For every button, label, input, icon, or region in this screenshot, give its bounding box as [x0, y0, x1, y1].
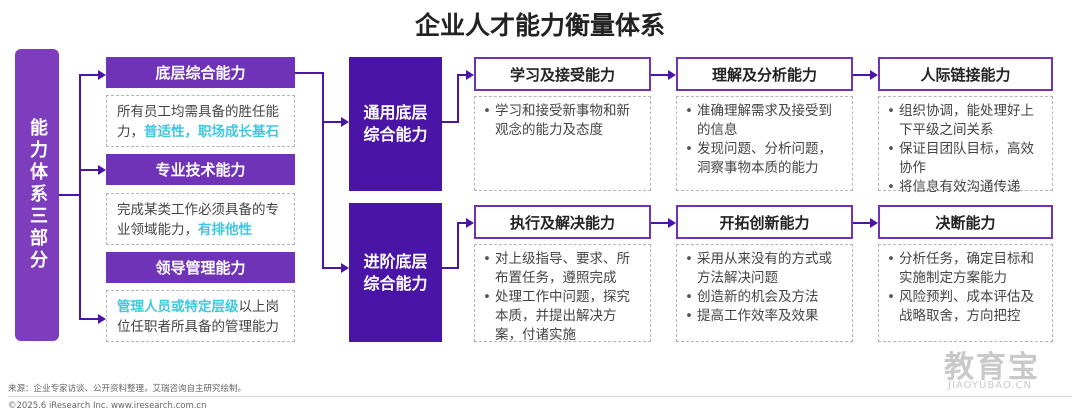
tier-label-line1: 通用底层	[363, 103, 428, 122]
connector	[79, 74, 98, 76]
item-box-learning: 学习和接受新事物和新观念的能力及态度	[474, 96, 651, 191]
arrow-icon	[466, 70, 474, 80]
bullet: 采用从来没有的方式或方法解决问题	[685, 250, 844, 288]
tier-label-line2: 综合能力	[363, 125, 428, 144]
part-desc-text: 以上岗位任职者所具备的管理能力	[117, 299, 279, 335]
bullet: 对上级指导、要求、所布置任务，遵照完成	[483, 250, 642, 288]
bullet: 分析任务，确定目标和实施制定方案能力	[887, 250, 1044, 288]
arrow-icon	[870, 70, 878, 80]
bullet: 准确理解需求及接受到的信息	[685, 102, 844, 140]
bullet: 创造新的机会及方法	[685, 288, 844, 307]
framework-label: 能力体系三部分	[27, 118, 48, 272]
connector	[457, 74, 459, 123]
arrow-icon	[98, 314, 106, 324]
item-box-execution: 对上级指导、要求、所布置任务，遵照完成 处理工作中问题，探究本质，并提出解决方案…	[474, 244, 651, 345]
part-head-professional: 专业技术能力	[106, 154, 295, 185]
part-head-leadership: 领导管理能力	[106, 252, 295, 283]
connector	[295, 72, 323, 74]
connector	[853, 222, 870, 224]
page-title: 企业人才能力衡量体系	[414, 11, 665, 40]
connector	[651, 74, 668, 76]
part-desc-text: 完成某类工作必须具备的专业领域能力，	[117, 202, 279, 238]
item-head-decision: 决断能力	[878, 205, 1053, 239]
source-note: 来源：企业专家访谈、公开资料整理，艾瑞咨询自主研究绘制。	[8, 384, 247, 394]
connector	[457, 222, 459, 269]
item-head-learning: 学习及接受能力	[474, 57, 651, 91]
bullet: 保证目团队目标，高效协作	[887, 140, 1044, 178]
tier-label-line1: 进阶底层	[363, 251, 428, 271]
item-box-interpersonal: 组织协调，能处理好上下平级之间关系 保证目团队目标，高效协作 将信息有效沟通传递	[878, 96, 1053, 197]
item-box-decision: 分析任务，确定目标和实施制定方案能力 风险预判、成本评估及战略取舍，方向把控	[878, 244, 1053, 342]
bullet: 组织协调，能处理好上下平级之间关系	[887, 102, 1044, 140]
part-desc-highlight: 管理人员或特定层级	[117, 299, 239, 315]
item-box-analysis: 准确理解需求及接受到的信息 发现问题、分析问题，洞察事物本质的能力	[676, 96, 853, 191]
divider	[8, 396, 1072, 397]
connector	[79, 74, 81, 319]
tier-box-general: 通用底层综合能力	[349, 57, 442, 191]
arrow-icon	[98, 70, 106, 80]
arrow-icon	[466, 218, 474, 228]
connector	[79, 169, 98, 171]
connector	[59, 194, 79, 196]
tier-label-line2: 综合能力	[363, 273, 428, 293]
connector	[457, 222, 466, 224]
connector	[322, 267, 341, 269]
connector	[853, 74, 870, 76]
part-head-base: 底层综合能力	[106, 57, 295, 88]
connector	[457, 74, 466, 76]
watermark-url: JIAOYUBAO.CN	[948, 380, 1032, 391]
arrow-icon	[668, 70, 676, 80]
connector	[79, 318, 98, 320]
item-head-interpersonal: 人际链接能力	[878, 57, 1053, 91]
part-desc-base: 所有员工均需具备的胜任能力，普适性，职场成长基石	[106, 95, 295, 147]
connector	[322, 121, 341, 123]
arrow-icon	[668, 218, 676, 228]
connector	[651, 222, 668, 224]
part-desc-leadership: 管理人员或特定层级以上岗位任职者所具备的管理能力	[106, 290, 295, 342]
part-desc-highlight: 有排他性	[198, 222, 252, 238]
bullet: 将信息有效沟通传递	[887, 178, 1044, 197]
arrow-icon	[341, 263, 349, 273]
connector	[442, 267, 458, 269]
item-head-execution: 执行及解决能力	[474, 205, 651, 239]
framework-label-bar: 能力体系三部分	[15, 49, 59, 341]
arrow-icon	[870, 218, 878, 228]
tier-box-advanced: 进阶底层综合能力	[349, 203, 442, 342]
bullet: 提高工作效率及效果	[685, 307, 844, 326]
bullet: 处理工作中问题，探究本质，并提出解决方案，付诸实施	[483, 288, 642, 345]
part-desc-professional: 完成某类工作必须具备的专业领域能力，有排他性	[106, 193, 295, 245]
part-desc-highlight: 普适性，职场成长基石	[144, 124, 279, 140]
item-head-innovation: 开拓创新能力	[676, 205, 853, 239]
bullet: 风险预判、成本评估及战略取舍，方向把控	[887, 288, 1044, 326]
copyright: ©2025.6 iResearch Inc. www.iresearch.com…	[8, 401, 207, 411]
connector	[442, 121, 458, 123]
watermark-logo: 教育宝	[944, 350, 1040, 385]
bullet: 学习和接受新事物和新观念的能力及态度	[483, 102, 642, 140]
arrow-icon	[341, 117, 349, 127]
item-head-analysis: 理解及分析能力	[676, 57, 853, 91]
bullet: 发现问题、分析问题，洞察事物本质的能力	[685, 140, 844, 178]
item-box-innovation: 采用从来没有的方式或方法解决问题 创造新的机会及方法 提高工作效率及效果	[676, 244, 853, 342]
arrow-icon	[98, 165, 106, 175]
part-desc-text: 所有员工均需具备的胜任能力，	[117, 104, 279, 140]
connector	[322, 72, 324, 268]
